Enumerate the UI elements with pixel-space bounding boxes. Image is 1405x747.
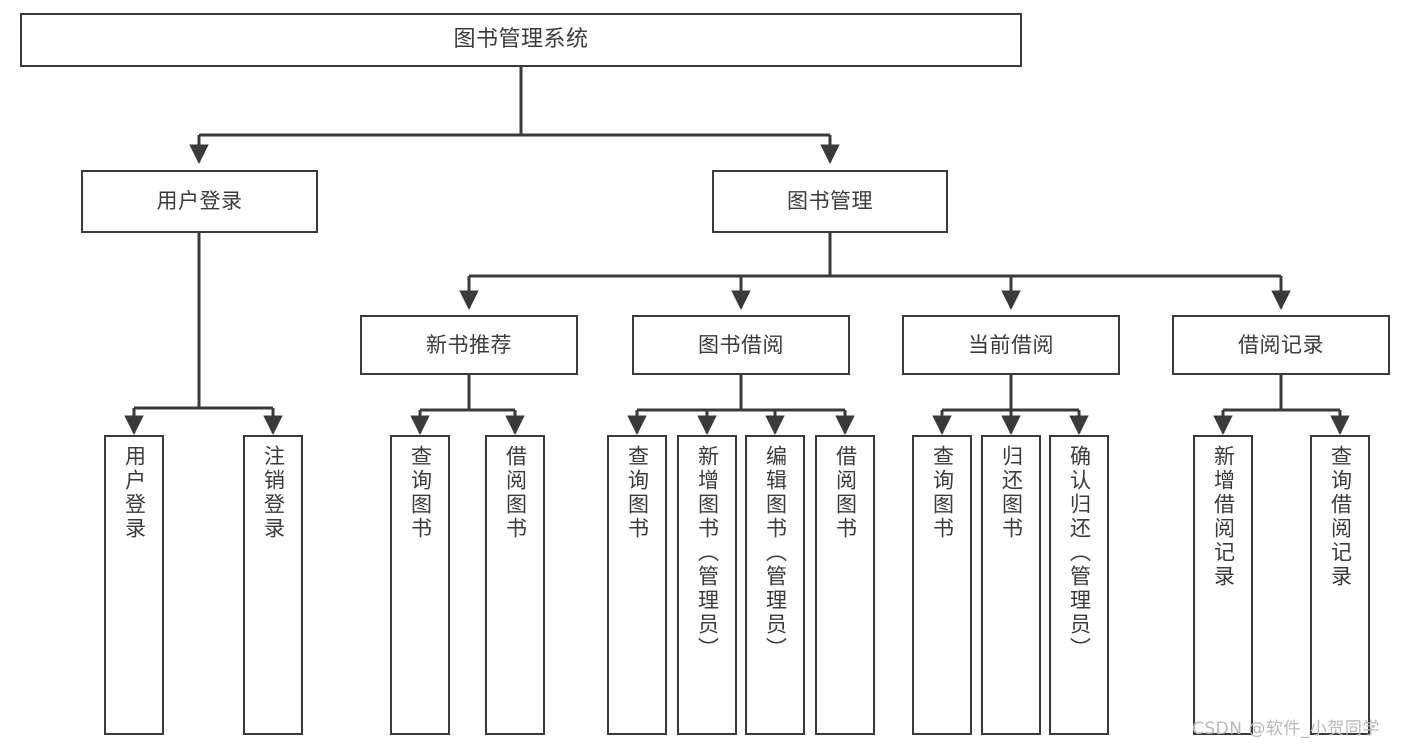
node-label: 注销登录: [261, 445, 286, 541]
node-label: 编辑图书（管理员）: [763, 445, 788, 661]
node-label: 查询图书: [408, 445, 433, 541]
node-book-borrow[interactable]: 图书借阅: [632, 315, 850, 375]
node-label: 图书管理系统: [453, 27, 589, 53]
leaf-record-query-record[interactable]: 查询借阅记录: [1310, 435, 1370, 735]
node-label: 借阅图书: [503, 445, 528, 541]
leaf-current-query-book[interactable]: 查询图书: [912, 435, 972, 735]
node-new-book-recommend[interactable]: 新书推荐: [360, 315, 578, 375]
node-label: 新书推荐: [426, 332, 512, 357]
node-label: 借阅图书: [833, 445, 858, 541]
leaf-recommend-borrow-book[interactable]: 借阅图书: [485, 435, 545, 735]
node-label: 图书管理: [787, 189, 873, 214]
node-label: 归还图书: [999, 445, 1024, 541]
leaf-borrow-edit-book-admin[interactable]: 编辑图书（管理员）: [745, 435, 805, 735]
leaf-borrow-add-book-admin[interactable]: 新增图书（管理员）: [677, 435, 737, 735]
node-label: 借阅记录: [1238, 332, 1324, 357]
node-label: 用户登录: [122, 445, 147, 541]
leaf-record-add-record[interactable]: 新增借阅记录: [1193, 435, 1253, 735]
node-root-system[interactable]: 图书管理系统: [20, 13, 1022, 67]
csdn-watermark: CSDN @软件_小贺同学: [1192, 719, 1380, 739]
node-label: 当前借阅: [968, 332, 1054, 357]
leaf-borrow-query-book[interactable]: 查询图书: [607, 435, 667, 735]
node-label: 确认归还（管理员）: [1067, 445, 1092, 661]
leaf-logout[interactable]: 注销登录: [243, 435, 303, 735]
node-borrow-record[interactable]: 借阅记录: [1172, 315, 1390, 375]
node-label: 新增图书（管理员）: [695, 445, 720, 661]
node-current-borrow[interactable]: 当前借阅: [902, 315, 1120, 375]
leaf-borrow-borrow-book[interactable]: 借阅图书: [815, 435, 875, 735]
node-label: 图书借阅: [698, 332, 784, 357]
leaf-current-return-book[interactable]: 归还图书: [981, 435, 1041, 735]
node-label: 查询图书: [930, 445, 955, 541]
node-label: 新增借阅记录: [1211, 445, 1236, 589]
leaf-recommend-query-book[interactable]: 查询图书: [390, 435, 450, 735]
leaf-user-login[interactable]: 用户登录: [104, 435, 164, 735]
node-book-management[interactable]: 图书管理: [712, 170, 948, 233]
node-label: 用户登录: [156, 189, 243, 214]
node-label: 查询借阅记录: [1328, 445, 1353, 589]
node-user-login[interactable]: 用户登录: [81, 170, 318, 233]
leaf-current-confirm-return-admin[interactable]: 确认归还（管理员）: [1049, 435, 1109, 735]
node-label: 查询图书: [625, 445, 650, 541]
